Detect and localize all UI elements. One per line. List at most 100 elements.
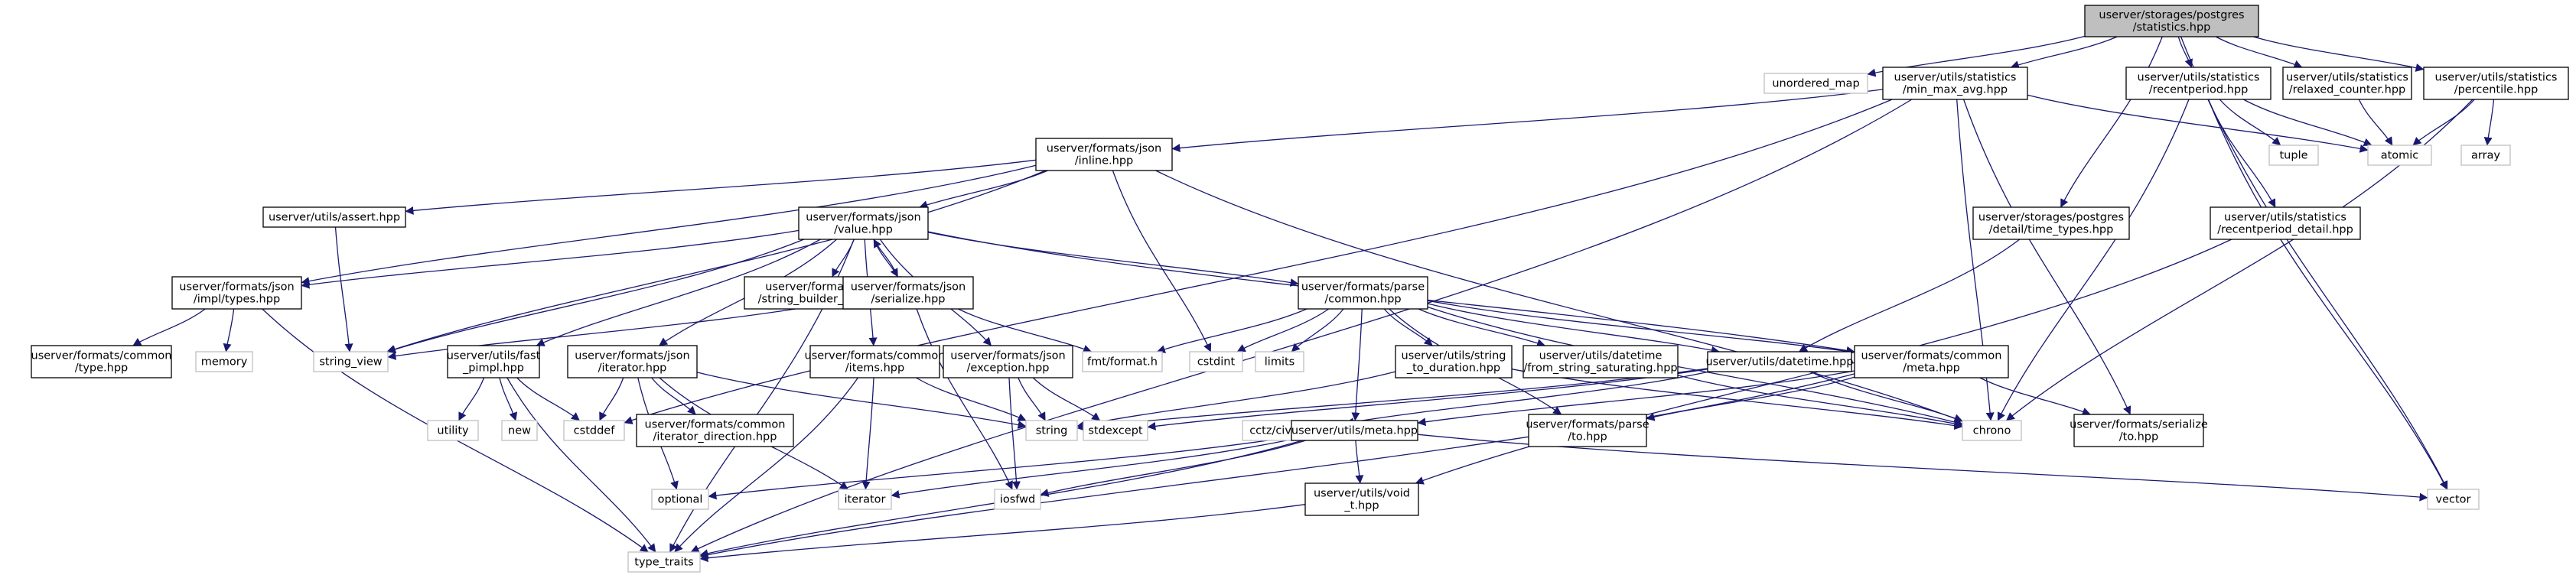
node-type-traits: type_traits	[627, 551, 701, 573]
node-root[interactable]: userver/storages/postgres/statistics.hpp	[2084, 5, 2259, 37]
node-iosfwd: iosfwd	[994, 489, 1041, 510]
node-label: userver/formats/common	[31, 350, 172, 362]
edge-json-inline-to-string-view	[386, 170, 1046, 354]
edge-json-inline-to-utils-assert	[405, 159, 1037, 215]
node-json-exception[interactable]: userver/formats/json/exception.hpp	[943, 345, 1073, 378]
node-label: userver/utils/meta.hpp	[1291, 425, 1418, 437]
node-label: userver/utils/datetime.hpp	[1705, 356, 1853, 369]
node-label: userver/formats/json	[179, 281, 294, 294]
node-common-meta[interactable]: userver/formats/common/meta.hpp	[1854, 345, 2009, 378]
edge-fast-pimpl-to-new	[499, 377, 518, 421]
node-label: optional	[658, 494, 703, 506]
node-label: array	[2471, 150, 2500, 162]
node-tuple: tuple	[2268, 145, 2319, 166]
edge-common-items-to-type-traits	[674, 377, 858, 553]
node-percentile[interactable]: userver/utils/statistics/percentile.hpp	[2423, 67, 2569, 100]
node-box	[1528, 414, 1647, 447]
node-iterator-direction[interactable]: userver/formats/common/iterator_directio…	[636, 414, 794, 447]
node-label: /exception.hpp	[967, 362, 1050, 375]
node-box	[1083, 420, 1148, 441]
node-json-serialize[interactable]: userver/formats/json/serialize.hpp	[842, 276, 974, 310]
node-string-to-duration[interactable]: userver/utils/string_to_duration.hpp	[1395, 345, 1513, 378]
node-label: userver/formats/json	[950, 350, 1065, 362]
edge-json-inline-to-json-impl-types	[301, 164, 1037, 285]
node-box	[1522, 345, 1679, 378]
node-label: memory	[201, 356, 248, 369]
node-serialize-to[interactable]: userver/formats/serialize/to.hpp	[2070, 414, 2208, 447]
node-label: /value.hpp	[834, 224, 893, 236]
node-label: /statistics.hpp	[2133, 21, 2211, 34]
node-box	[427, 420, 479, 441]
node-label: /relaxed_counter.hpp	[2289, 84, 2406, 96]
edge-void-t-to-type-traits	[699, 504, 1306, 563]
node-string-view: string_view	[313, 351, 389, 372]
node-iterator: iterator	[838, 489, 892, 510]
node-parse-common[interactable]: userver/formats/parse/common.hpp	[1298, 276, 1428, 310]
edge-from-string-saturating-to-chrono	[1677, 375, 1963, 428]
node-label: vector	[2436, 494, 2471, 506]
node-label: iosfwd	[1000, 494, 1035, 506]
edge-utils-assert-to-string-view	[334, 226, 353, 352]
node-label: _to_duration.hpp	[1406, 362, 1500, 375]
node-box	[171, 276, 302, 310]
edge-common-meta-to-serialize-to	[1979, 377, 2091, 416]
node-label: /common.hpp	[1324, 294, 1401, 306]
node-relaxed-counter[interactable]: userver/utils/statistics/relaxed_counter…	[2282, 67, 2412, 100]
node-label: /iterator_direction.hpp	[653, 431, 777, 443]
node-stdexcept: stdexcept	[1083, 420, 1148, 441]
node-json-inline[interactable]: userver/formats/json/inline.hpp	[1035, 138, 1173, 171]
node-min-max-avg[interactable]: userver/utils/statistics/min_max_avg.hpp	[1882, 67, 2028, 100]
edge-percentile-to-atomic	[2412, 99, 2475, 146]
node-utils-assert[interactable]: userver/utils/assert.hpp	[262, 206, 406, 228]
edge-json-exception-to-stdexcept	[1032, 377, 1101, 421]
node-common-type[interactable]: userver/formats/common/type.hpp	[31, 345, 172, 378]
node-label: /iterator.hpp	[598, 362, 667, 375]
node-void-t[interactable]: userver/utils/void_t.hpp	[1304, 482, 1419, 516]
node-label: cstdint	[1197, 356, 1236, 369]
node-box	[2073, 414, 2204, 447]
node-label: userver/storages/postgres	[2099, 9, 2244, 21]
node-box	[627, 551, 701, 573]
edge-parse-common-to-utils-meta	[1351, 308, 1363, 421]
node-box	[1025, 420, 1078, 441]
node-label: /serialize.hpp	[871, 294, 945, 306]
node-utils-datetime[interactable]: userver/utils/datetime.hpp	[1705, 351, 1854, 372]
edge-min-max-avg-to-serialize-to	[1962, 99, 2131, 415]
node-common-items[interactable]: userver/formats/common/items.hpp	[805, 345, 946, 378]
node-label: userver/formats/parse	[1526, 419, 1649, 431]
node-box	[262, 206, 406, 228]
node-array: array	[2460, 145, 2511, 166]
node-label: chrono	[1973, 425, 2011, 437]
node-label: type_traits	[634, 557, 693, 569]
node-json-iterator[interactable]: userver/formats/json/iterator.hpp	[567, 345, 698, 378]
node-box	[2367, 145, 2432, 166]
node-fast-pimpl[interactable]: userver/utils/fast_pimpl.hpp	[447, 345, 541, 378]
node-recentperiod-detail[interactable]: userver/utils/statistics/recentperiod_de…	[2210, 206, 2361, 240]
node-label: userver/utils/statistics	[2435, 72, 2558, 84]
edge-percentile-to-array	[2483, 99, 2495, 146]
node-time-types[interactable]: userver/storages/postgres/detail/time_ty…	[1972, 206, 2130, 240]
node-label: /meta.hpp	[1903, 362, 1960, 375]
node-label: userver/formats/common	[805, 350, 946, 362]
node-label: fmt/format.h	[1087, 356, 1158, 369]
node-parse-to[interactable]: userver/formats/parse/to.hpp	[1526, 414, 1649, 447]
node-json-value[interactable]: userver/formats/json/value.hpp	[798, 206, 929, 240]
node-box	[2427, 489, 2480, 510]
node-recentperiod[interactable]: userver/utils/statistics/recentperiod.hp…	[2125, 67, 2272, 100]
node-label: tuple	[2279, 150, 2307, 162]
node-fmt-format: fmt/format.h	[1082, 351, 1163, 372]
node-utility: utility	[427, 420, 479, 441]
node-from-string-saturating[interactable]: userver/utils/datetime/from_string_satur…	[1522, 345, 1679, 378]
node-label: /type.hpp	[75, 362, 128, 375]
node-label: unordered_map	[1772, 78, 1859, 90]
node-box	[1082, 351, 1163, 372]
node-chrono: chrono	[1962, 420, 2022, 441]
node-json-impl-types[interactable]: userver/formats/json/impl/types.hpp	[171, 276, 302, 310]
node-label: userver/utils/statistics	[1894, 72, 2017, 84]
node-box	[1707, 351, 1852, 372]
node-box	[1035, 138, 1173, 171]
node-label: userver/storages/postgres	[1978, 212, 2124, 224]
edge-json-exception-to-string	[1018, 377, 1046, 421]
node-utils-meta[interactable]: userver/utils/meta.hpp	[1291, 420, 1418, 441]
node-new: new	[501, 420, 538, 441]
